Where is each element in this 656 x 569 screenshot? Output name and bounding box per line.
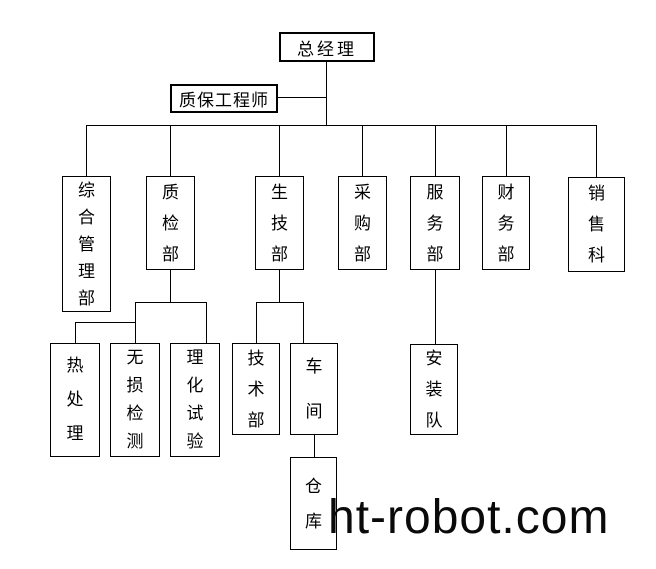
node-service-dept-label: 服 务 部 xyxy=(426,182,444,264)
node-technical-dept: 技 术 部 xyxy=(232,343,280,435)
node-workshop: 车 间 xyxy=(290,343,338,435)
connector-drop-quality-inspection xyxy=(170,125,171,176)
connector-drop-finance xyxy=(506,125,507,176)
node-purchasing-dept: 采 购 部 xyxy=(338,176,387,270)
watermark-text: ht-robot.com xyxy=(328,491,610,544)
node-sales-section-label: 销 售 科 xyxy=(588,184,605,265)
node-ndt: 无 损 检 测 xyxy=(110,343,160,457)
connector-production-tech-bus xyxy=(256,302,304,303)
node-heat-treatment: 热 处 理 xyxy=(50,343,100,457)
connector-level2-bus-line xyxy=(86,125,597,126)
node-finance-dept-label: 财 务 部 xyxy=(497,182,515,264)
node-installation-team-label: 安 装 队 xyxy=(425,349,443,430)
connector-heat-treatment-branch xyxy=(75,322,136,323)
node-warehouse: 仓 库 xyxy=(290,457,337,550)
connector-trunk-line xyxy=(326,62,327,125)
node-purchasing-dept-label: 采 购 部 xyxy=(354,182,371,264)
node-qa-engineer-label: 质保工程师 xyxy=(179,91,269,110)
connector-drop-workshop xyxy=(303,302,304,343)
node-workshop-label: 车 间 xyxy=(305,357,323,421)
connector-quality-inspection-stem xyxy=(170,270,171,302)
connector-qa-engineer-line xyxy=(278,97,327,98)
connector-drop-production-tech xyxy=(279,125,280,176)
node-technical-dept-label: 技 术 部 xyxy=(247,348,265,430)
node-finance-dept: 财 务 部 xyxy=(482,176,530,270)
node-heat-treatment-label: 热 处 理 xyxy=(66,356,84,443)
node-quality-inspection-dept: 质 检 部 xyxy=(146,176,195,270)
node-service-dept: 服 务 部 xyxy=(410,176,460,270)
node-general-manager: 总经理 xyxy=(279,32,375,62)
connector-drop-technical-dept xyxy=(256,302,257,343)
node-production-tech-dept: 生 技 部 xyxy=(255,176,304,270)
node-qa-engineer: 质保工程师 xyxy=(170,84,278,113)
node-general-manager-label: 总经理 xyxy=(297,39,357,59)
node-sales-section: 销 售 科 xyxy=(568,177,625,272)
node-physical-chemical-test-label: 理 化 试 验 xyxy=(186,348,204,451)
connector-drop-sales xyxy=(596,125,597,177)
connector-drop-physical-chemical-test xyxy=(206,302,207,343)
node-production-tech-dept-label: 生 技 部 xyxy=(271,182,288,264)
node-ndt-label: 无 损 检 测 xyxy=(126,348,144,451)
connector-drop-purchasing xyxy=(362,125,363,176)
connector-drop-general-admin xyxy=(86,125,87,176)
connector-drop-service xyxy=(435,125,436,176)
connector-quality-inspection-bus xyxy=(135,302,207,303)
node-warehouse-label: 仓 库 xyxy=(305,476,322,531)
node-general-admin-dept: 综 合 管 理 部 xyxy=(62,176,111,312)
connector-drop-heat-treatment xyxy=(75,322,76,343)
node-general-admin-dept-label: 综 合 管 理 部 xyxy=(78,180,95,308)
node-installation-team: 安 装 队 xyxy=(410,344,458,435)
connector-service-to-installation xyxy=(435,270,436,344)
node-quality-inspection-dept-label: 质 检 部 xyxy=(162,182,179,264)
connector-workshop-to-warehouse xyxy=(314,435,315,457)
connector-production-tech-stem xyxy=(279,270,280,302)
node-physical-chemical-test: 理 化 试 验 xyxy=(170,343,220,457)
